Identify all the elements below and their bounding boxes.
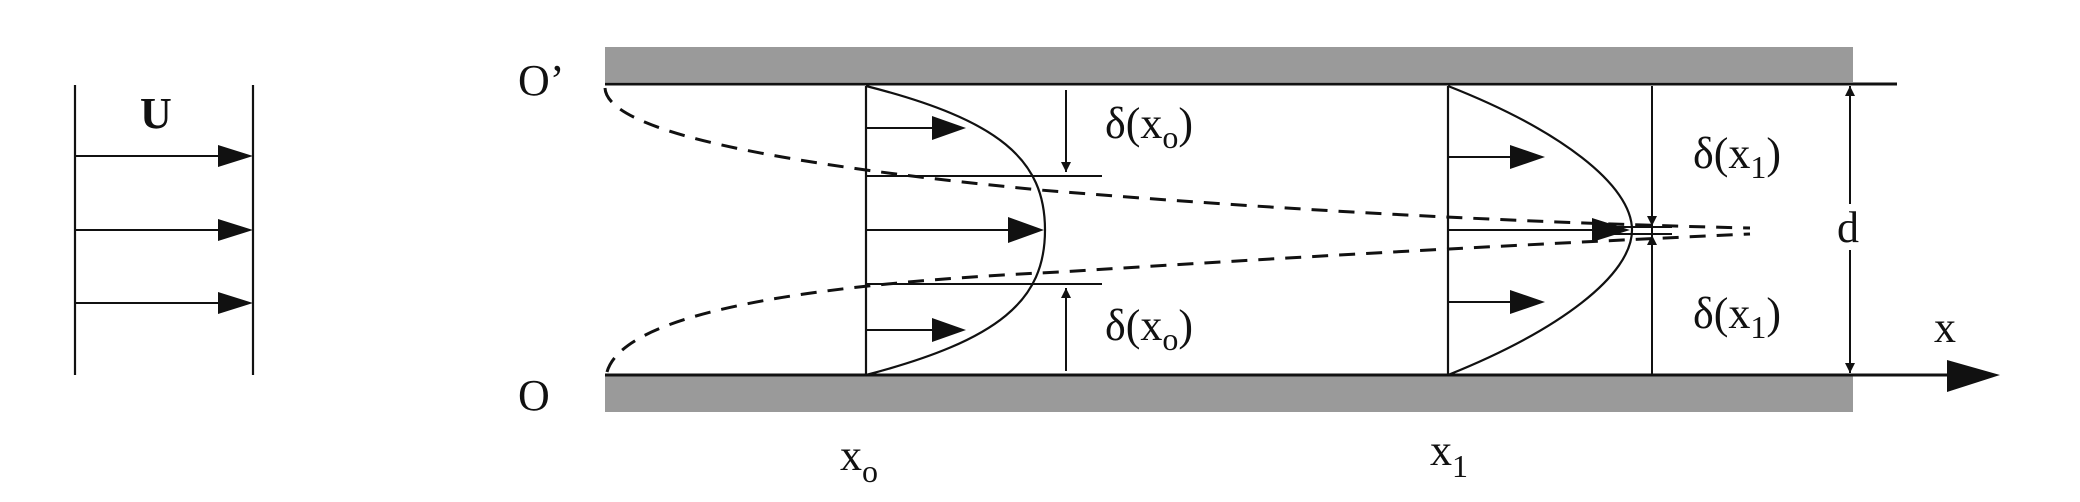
thickness-markers-x1: [1600, 86, 1672, 375]
delta-xo-bottom-label: δ(xo): [1105, 301, 1193, 357]
arrow-head: [932, 116, 966, 140]
channel-walls: [605, 47, 2000, 412]
origin-top-label: O’: [518, 56, 564, 105]
x-axis-label: x: [1934, 303, 1956, 352]
thickness-markers-xo: [866, 90, 1102, 371]
station-xo-label: xo: [840, 431, 878, 489]
top-wall: [605, 47, 1853, 82]
top-boundary-layer-edge: [603, 87, 1751, 230]
velocity-profile-xo: [864, 84, 1047, 377]
uniform-flow-profile: U: [73, 85, 255, 375]
arrow-head: [932, 318, 966, 342]
origin-bottom-label: O: [518, 371, 550, 420]
velocity-profile-x1: [1446, 84, 1634, 377]
x-axis-arrow-head: [1947, 360, 2000, 392]
arrow-head: [1592, 218, 1630, 242]
arrow-head: [1510, 145, 1545, 169]
bottom-boundary-layer-edge: [605, 232, 1751, 373]
profile-xo-curve: [865, 84, 1047, 377]
profile-x1-curve: [1447, 84, 1634, 377]
arrow-head: [218, 292, 253, 314]
delta-x1-top-label: δ(x1): [1693, 129, 1781, 185]
uniform-flow-arrows: [75, 145, 253, 314]
station-x1-label: x1: [1430, 426, 1468, 484]
arrow-head: [218, 145, 253, 167]
arrow-head: [1008, 217, 1044, 243]
arrow-head: [1510, 290, 1545, 314]
bottom-wall: [605, 376, 1853, 412]
boundary-layer-edges: [603, 87, 1751, 373]
delta-xo-top-label: δ(xo): [1105, 99, 1193, 155]
delta-x1-bottom-label: δ(x1): [1693, 289, 1781, 345]
channel-height-label: d: [1837, 203, 1859, 252]
arrow-head: [218, 219, 253, 241]
velocity-label-U: U: [140, 89, 172, 138]
